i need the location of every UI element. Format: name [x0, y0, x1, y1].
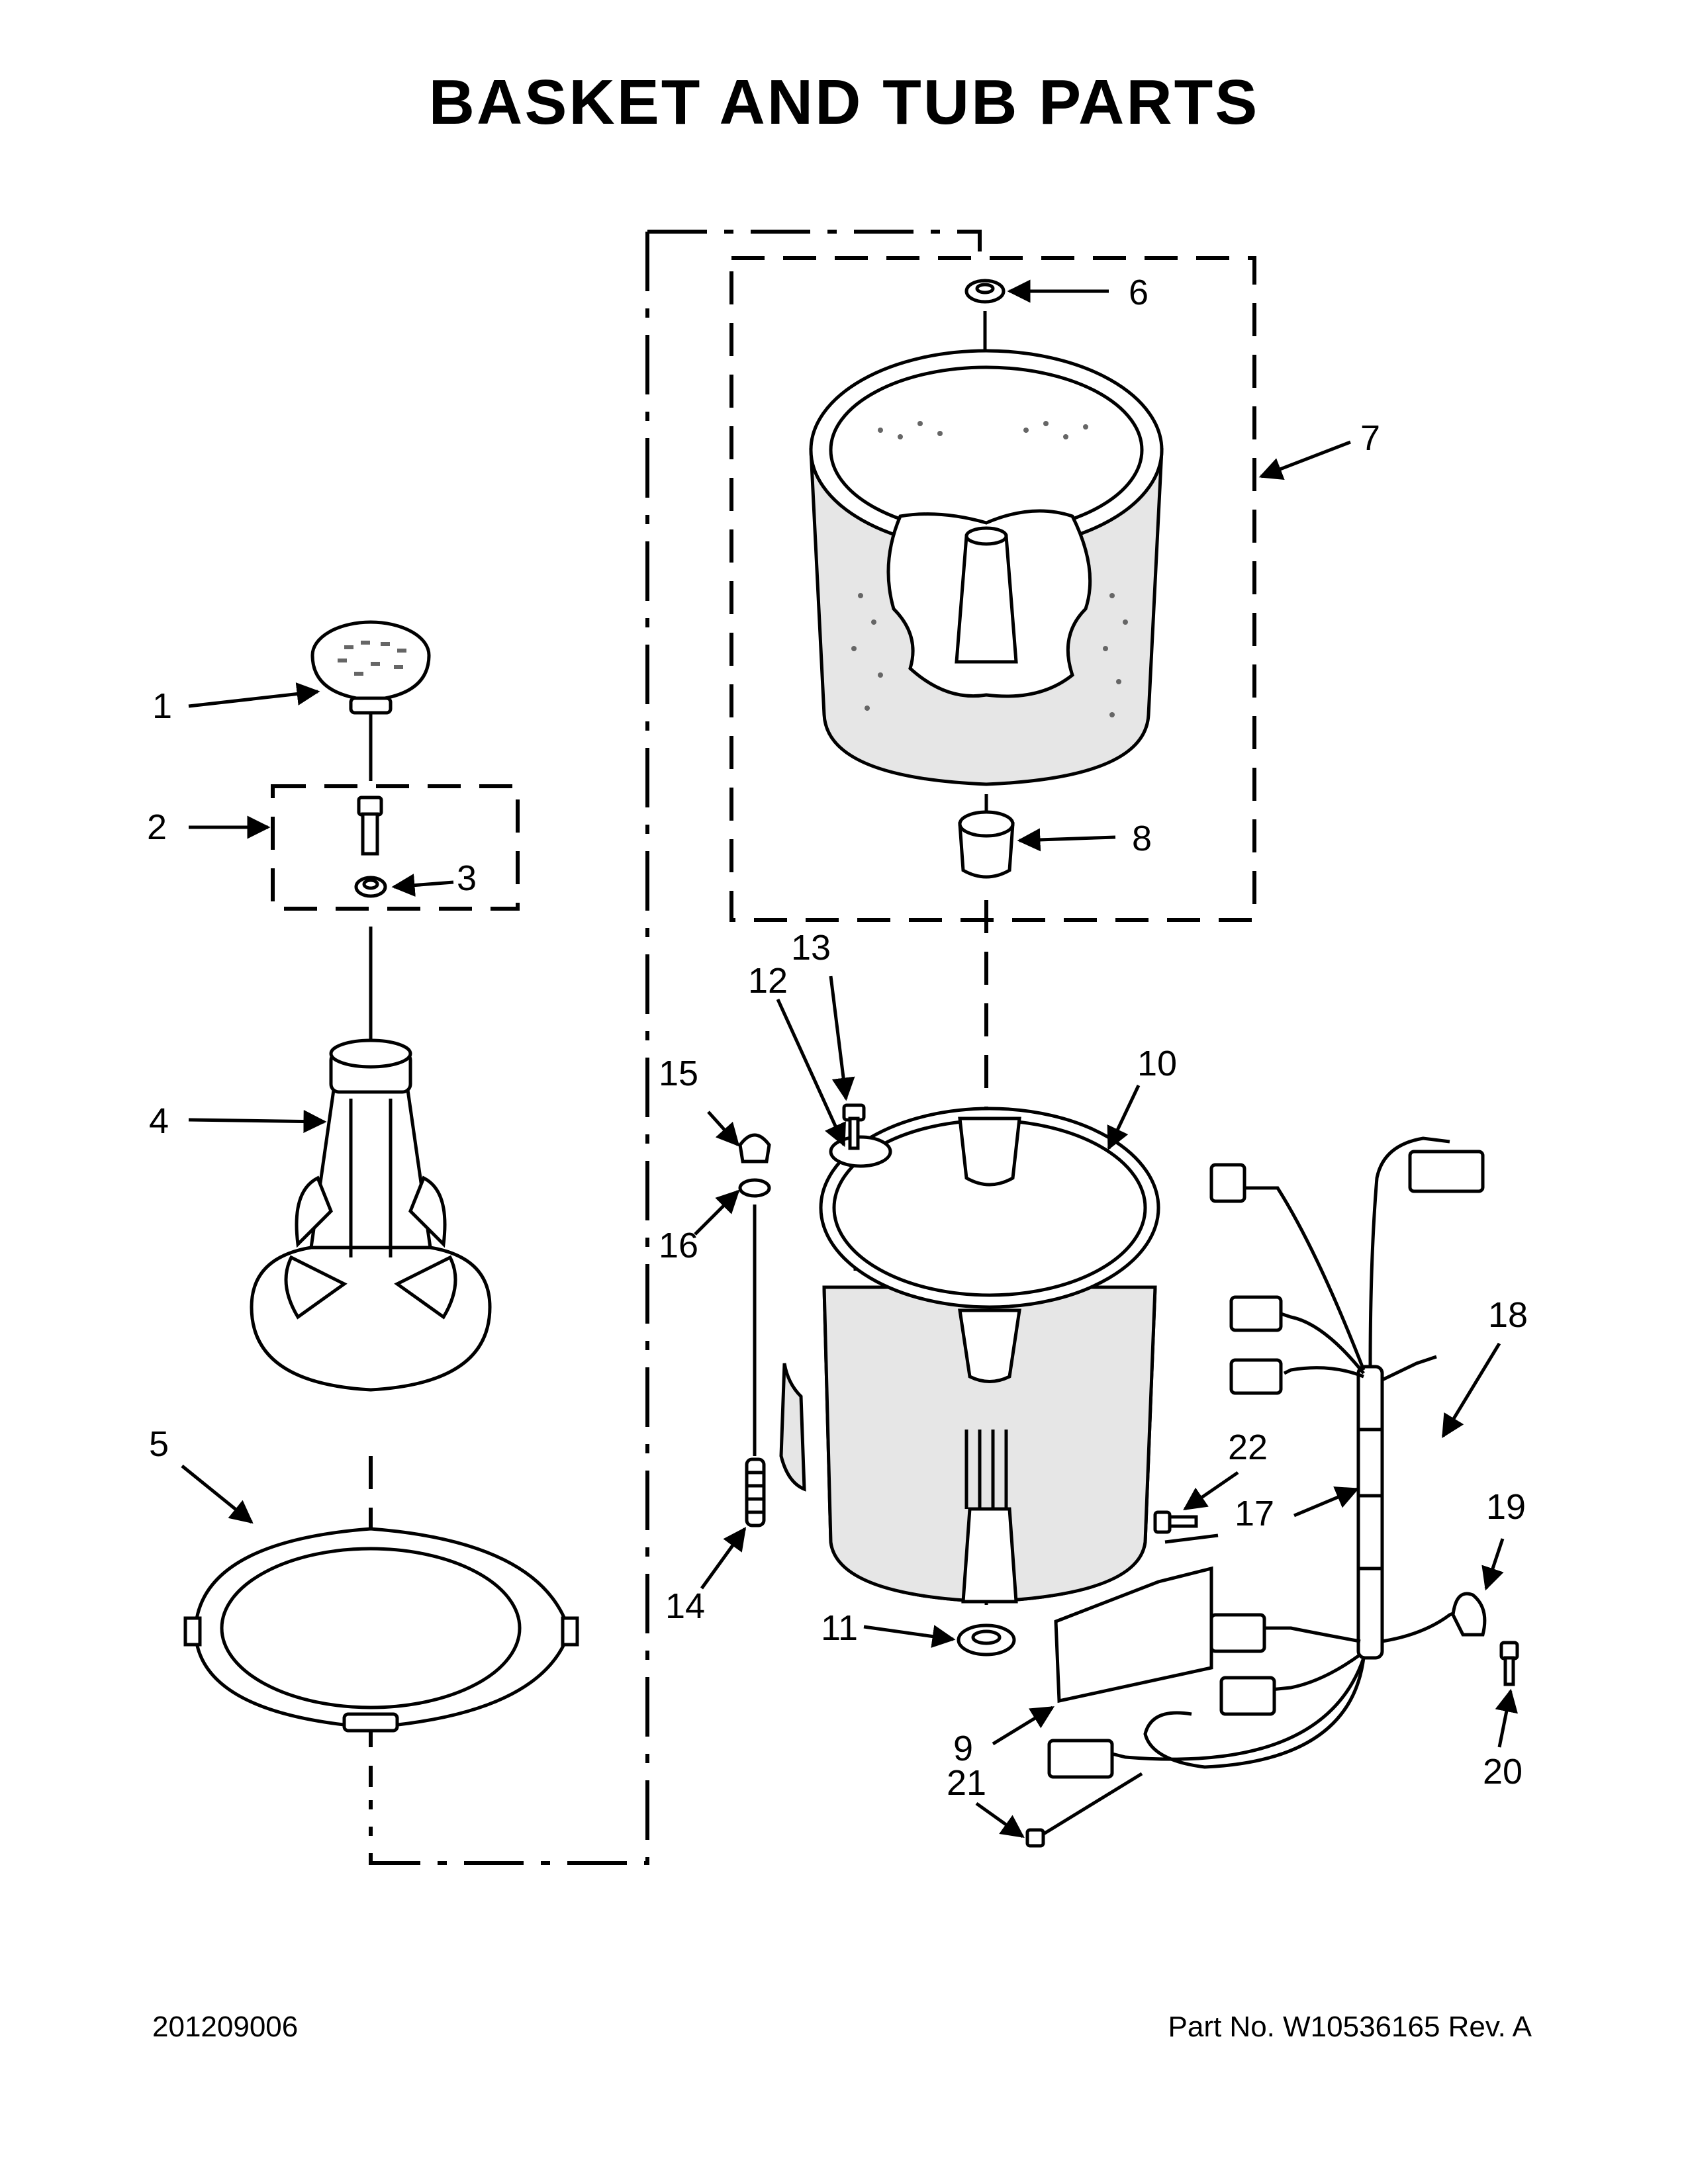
suspension-cap-part — [738, 1133, 771, 1163]
callout-22: 22 — [1228, 1428, 1268, 1467]
suspension-spring-part — [745, 1457, 766, 1527]
outer-tub-part — [779, 1107, 1160, 1604]
basket-nut-part — [964, 279, 1006, 304]
harness-clip-part — [1451, 1592, 1487, 1637]
agitator-fastener-group-box — [271, 784, 520, 911]
screw-part — [1153, 1510, 1198, 1534]
callout-14: 14 — [665, 1586, 705, 1626]
callout-20: 20 — [1483, 1752, 1523, 1792]
page-title: BASKET AND TUB PARTS — [428, 67, 1260, 138]
agitator-bolt-part — [357, 796, 383, 856]
callout-1: 1 — [152, 686, 172, 726]
callout-arrows — [181, 279, 1518, 1839]
callout-21: 21 — [947, 1763, 986, 1803]
suspension-pivot-part — [738, 1178, 771, 1198]
callout-7: 7 — [1360, 418, 1380, 458]
callout-16: 16 — [659, 1226, 698, 1265]
callout-labels: 1 2 3 4 5 6 7 8 9 10 11 12 13 14 15 16 1… — [147, 273, 1528, 1803]
tie-strap-part — [1025, 1772, 1143, 1848]
wire-harness-part — [1047, 1136, 1485, 1779]
washer-part — [354, 876, 387, 898]
part-number: Part No. W10536165 Rev. A — [1168, 2011, 1532, 2043]
callout-6: 6 — [1129, 273, 1149, 312]
callout-9: 9 — [953, 1729, 973, 1768]
screw-part — [842, 1103, 866, 1150]
callout-10: 10 — [1137, 1044, 1177, 1083]
wash-basket-part — [809, 349, 1164, 786]
screw-part — [1499, 1641, 1519, 1686]
diagram-number: 201209006 — [152, 2011, 299, 2043]
callout-17: 17 — [1235, 1494, 1274, 1533]
callout-8: 8 — [1132, 819, 1152, 858]
callout-13: 13 — [791, 928, 831, 968]
callout-4: 4 — [149, 1101, 169, 1141]
callout-3: 3 — [457, 858, 477, 898]
callout-12: 12 — [748, 961, 788, 1001]
drive-hub-part — [958, 810, 1015, 879]
splash-ring-part — [183, 1527, 579, 1733]
callout-15: 15 — [659, 1054, 698, 1093]
bracket-part — [829, 1135, 892, 1168]
tub-seal-part — [957, 1623, 1016, 1657]
callout-11: 11 — [821, 1608, 858, 1648]
agitator-part — [250, 1038, 492, 1392]
callout-18: 18 — [1488, 1295, 1528, 1335]
callout-2: 2 — [147, 807, 167, 847]
callout-5: 5 — [149, 1424, 169, 1464]
callout-19: 19 — [1486, 1487, 1526, 1527]
assembly-boundary-line — [369, 230, 982, 1865]
agitator-cap-part — [310, 620, 431, 715]
basket-assembly-group-box — [729, 256, 1256, 922]
